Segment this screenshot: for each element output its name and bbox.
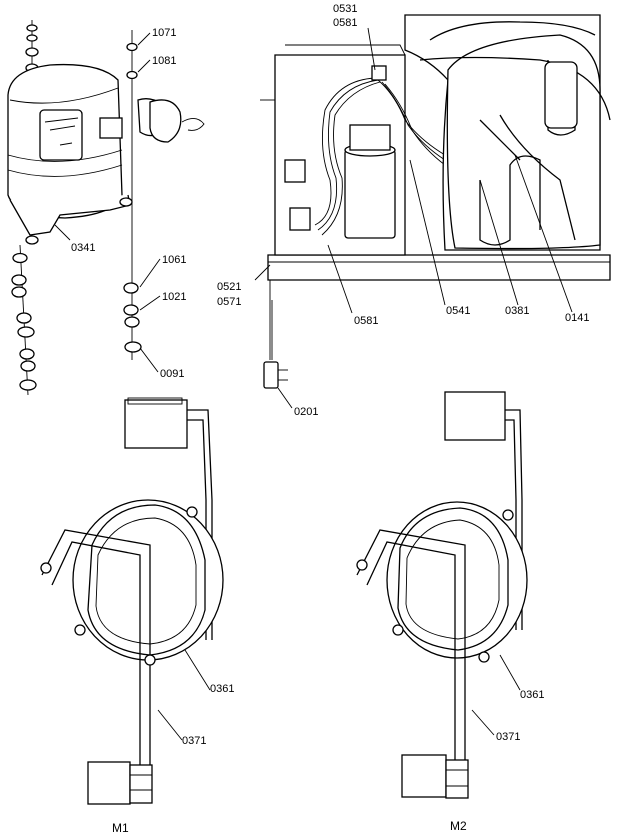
label-0141: 0141: [565, 312, 589, 324]
leader-0361-m1: [184, 649, 211, 691]
leader-lines-left: [54, 32, 161, 373]
label-0541: 0541: [446, 305, 470, 317]
caption-m1: M1: [112, 821, 129, 835]
label-0581-bottom: 0581: [354, 315, 378, 327]
leader-lines-right: [254, 27, 573, 409]
label-0201: 0201: [294, 406, 318, 418]
unit-assembly-view: [260, 14, 611, 360]
label-0531: 0531: [333, 3, 357, 15]
leader-0371-m2: [471, 709, 495, 736]
label-0361-m2: 0361: [520, 689, 544, 701]
label-0371-m2: 0371: [496, 731, 520, 743]
label-0091: 0091: [160, 368, 184, 380]
label-0361-m1: 0361: [210, 683, 234, 695]
power-cord-plug: [263, 300, 288, 389]
label-0341: 0341: [71, 242, 95, 254]
label-1021: 1021: [162, 291, 186, 303]
label-0381: 0381: [505, 305, 529, 317]
m2-top-view: [356, 391, 528, 799]
label-0571: 0571: [217, 296, 241, 308]
m1-top-view: [40, 397, 224, 805]
label-0521: 0521: [217, 281, 241, 293]
leader-0371-m1: [157, 709, 183, 741]
caption-m2: M2: [450, 819, 467, 833]
label-0371-m1: 0371: [182, 735, 206, 747]
label-1061: 1061: [162, 254, 186, 266]
label-0581-top: 0581: [333, 17, 357, 29]
compressor-exploded-view: [7, 20, 205, 396]
label-1081: 1081: [152, 55, 176, 67]
leader-0361-m2: [499, 654, 521, 691]
label-1071: 1071: [152, 27, 176, 39]
